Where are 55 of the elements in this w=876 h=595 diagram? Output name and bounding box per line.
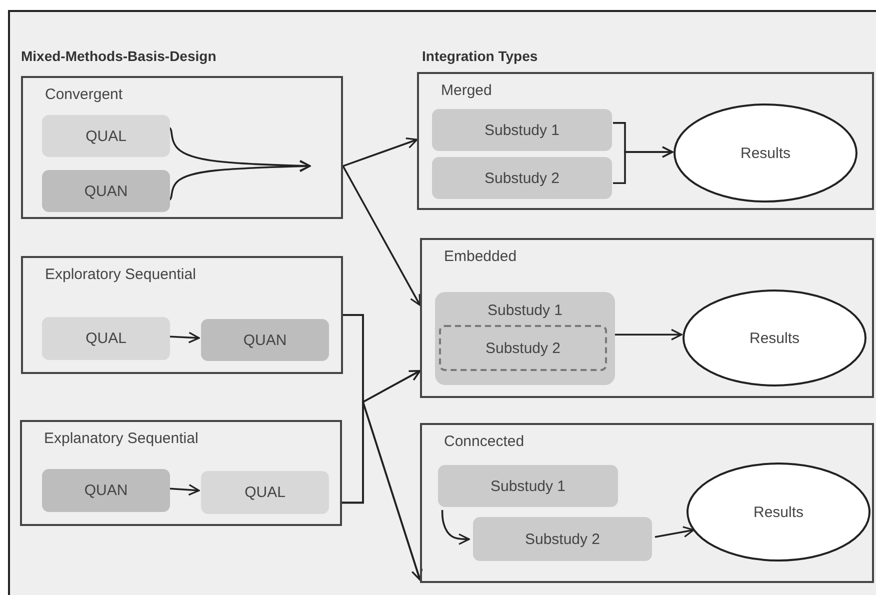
arrow — [441, 510, 470, 545]
substudy-box — [435, 292, 615, 385]
panel-heading: Explanatory Sequential — [44, 430, 198, 447]
method-label: QUAL — [244, 484, 286, 501]
panel-heading: Convergent — [45, 86, 123, 103]
results-ellipse — [673, 103, 858, 203]
results-label: Results — [740, 144, 791, 162]
method-box — [42, 115, 170, 157]
design-panel — [417, 72, 874, 210]
substudy-label: Substudy 1 — [484, 122, 560, 138]
method-label: QUAN — [84, 182, 128, 200]
substudy-box — [432, 157, 612, 199]
results-label: Results — [753, 504, 804, 520]
method-label: QUAL — [86, 330, 126, 347]
arrow — [168, 484, 200, 496]
method-label: QUAN — [84, 482, 128, 499]
substudy-label: Substudy 1 — [486, 302, 564, 319]
substudy-box — [473, 517, 652, 561]
arrow — [168, 160, 311, 201]
method-box — [42, 170, 170, 212]
section-heading: Integration Types — [422, 48, 538, 64]
arrow — [613, 328, 682, 340]
arrow — [168, 126, 311, 172]
method-box — [42, 469, 170, 512]
arrow — [613, 146, 674, 184]
arrow — [342, 401, 422, 581]
arrow — [342, 137, 418, 167]
results-ellipse — [686, 462, 871, 562]
panel-heading: Conncected — [444, 433, 524, 450]
method-label: QUAN — [243, 332, 287, 348]
substudy-label: Substudy 2 — [485, 340, 561, 356]
design-panel — [420, 238, 874, 398]
method-box — [201, 319, 329, 361]
results-label: Results — [749, 330, 800, 346]
design-panel — [21, 256, 343, 374]
panel-heading: Exploratory Sequential — [45, 266, 196, 283]
arrow — [168, 332, 200, 344]
arrow — [654, 526, 694, 538]
method-label: QUAL — [86, 128, 126, 144]
substudy-label: Substudy 1 — [490, 478, 566, 494]
method-box — [42, 317, 170, 360]
panel-heading: Embedded — [444, 248, 517, 265]
substudy-box — [432, 109, 612, 151]
substudy-label: Substudy 2 — [524, 530, 600, 548]
design-panel — [21, 76, 343, 219]
section-heading: Mixed-Methods-Basis-Design — [21, 48, 216, 64]
design-panel — [20, 420, 342, 526]
embedded-substudy-box — [439, 325, 607, 371]
results-ellipse — [682, 289, 867, 387]
design-panel — [420, 423, 874, 583]
substudy-box — [438, 465, 618, 507]
arrow — [342, 166, 421, 306]
method-box — [201, 471, 329, 514]
substudy-label: Substudy 2 — [484, 170, 560, 186]
panel-heading: Merged — [441, 82, 492, 99]
